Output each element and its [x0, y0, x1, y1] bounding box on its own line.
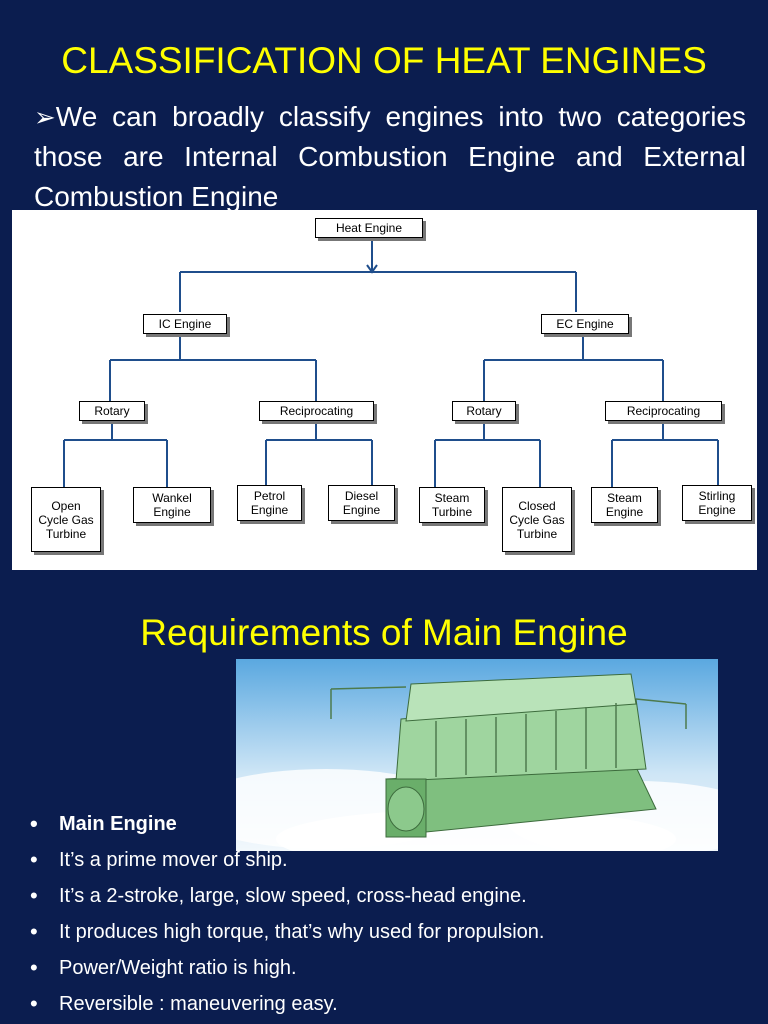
diagram-connectors	[63, 238, 719, 487]
bullet-reversible: Reversible : maneuvering easy.	[30, 988, 544, 1024]
node-steam-turbine: Steam Turbine	[419, 487, 485, 523]
node-closed-cycle-gas-turbine: Closed Cycle Gas Turbine	[502, 487, 572, 552]
node-ec-reciprocating: Reciprocating	[605, 401, 722, 421]
node-ec-rotary: Rotary	[452, 401, 516, 421]
bullet-two-stroke: It’s a 2-stroke, large, slow speed, cros…	[30, 880, 544, 916]
node-ec-engine: EC Engine	[541, 314, 629, 334]
slide-title-classification: CLASSIFICATION OF HEAT ENGINES	[61, 40, 707, 81]
intro-text: We can broadly classify engines into two…	[34, 101, 746, 212]
node-steam-engine: Steam Engine	[591, 487, 658, 523]
bullet-power-weight: Power/Weight ratio is high.	[30, 952, 544, 988]
requirements-bullet-list: Main Engine It’s a prime mover of ship. …	[30, 808, 544, 1024]
arrow-bullet-icon: ➢	[34, 102, 56, 132]
node-stirling-engine: Stirling Engine	[682, 485, 752, 521]
node-open-cycle-gas-turbine: Open Cycle Gas Turbine	[31, 487, 101, 552]
node-petrol-engine: Petrol Engine	[237, 485, 302, 521]
slide-title-requirements: Requirements of Main Engine	[140, 612, 628, 653]
node-ic-engine: IC Engine	[143, 314, 227, 334]
bullet-prime-mover: It’s a prime mover of ship.	[30, 844, 544, 880]
node-ic-reciprocating: Reciprocating	[259, 401, 374, 421]
bullet-high-torque: It produces high torque, that’s why used…	[30, 916, 544, 952]
node-wankel-engine: Wankel Engine	[133, 487, 211, 523]
node-ic-rotary: Rotary	[79, 401, 145, 421]
bullet-main-engine: Main Engine	[30, 808, 544, 844]
intro-paragraph: ➢We can broadly classify engines into tw…	[34, 97, 746, 217]
heat-engine-classification-diagram: Heat Engine IC Engine EC Engine Rotary R…	[12, 210, 757, 570]
node-heat-engine: Heat Engine	[315, 218, 423, 238]
node-diesel-engine: Diesel Engine	[328, 485, 395, 521]
